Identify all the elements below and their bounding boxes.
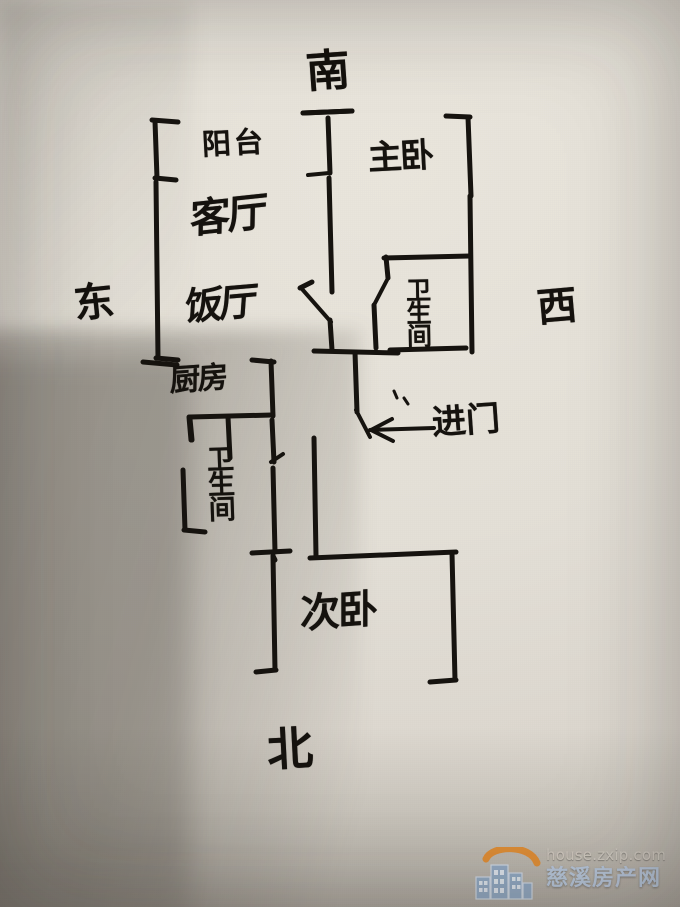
- compass-north: 北: [265, 720, 315, 778]
- entry-label: 进门: [430, 398, 502, 444]
- room-label-master-bedroom: 主卧: [366, 135, 434, 179]
- compass-south: 南: [304, 44, 352, 99]
- compass-west: 西: [535, 282, 579, 332]
- shadow-bottom: [0, 727, 680, 907]
- building-logo-icon: [475, 847, 541, 900]
- shadow-lower-left: [0, 330, 360, 907]
- watermark-text: house.zxip.com 慈溪房产网: [546, 845, 666, 893]
- room-label-dining-room: 饭厅: [183, 278, 257, 330]
- watermark-site-name: 慈溪房产网: [546, 866, 662, 891]
- shadow-lower-left-core: [0, 355, 190, 907]
- room-label-living-room: 客厅: [189, 188, 267, 244]
- site-watermark: house.zxip.com 慈溪房产网: [474, 843, 674, 903]
- compass-east: 东: [71, 278, 117, 328]
- watermark-url: house.zxip.com: [546, 846, 667, 864]
- room-label-balcony: 阳台: [201, 124, 267, 162]
- room-label-second-bedroom: 次卧: [300, 586, 376, 638]
- room-label-bathroom-north: 卫生间: [201, 444, 236, 521]
- room-label-bathroom-master: 卫生间: [402, 276, 433, 347]
- room-label-kitchen: 厨房: [169, 359, 227, 400]
